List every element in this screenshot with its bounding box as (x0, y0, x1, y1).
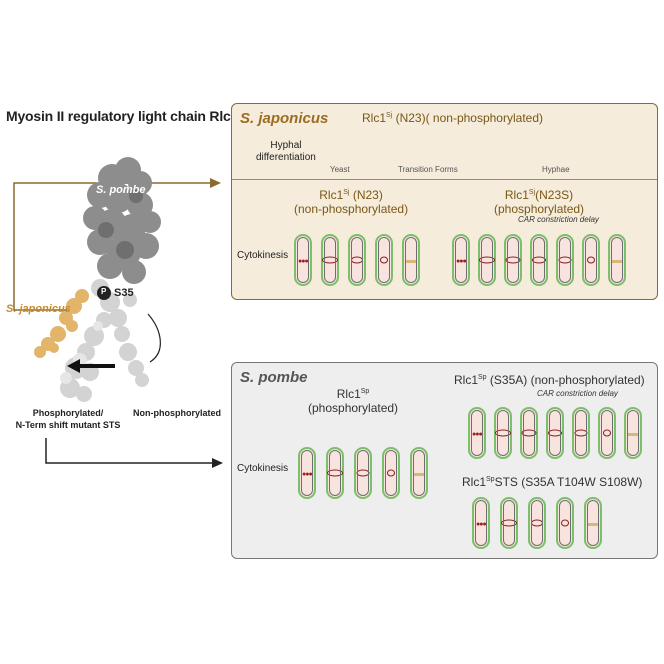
cell: ●●● (468, 407, 486, 459)
yeast-label: Yeast (330, 165, 350, 174)
hyphal-label-line2: differentiation (256, 152, 316, 163)
sp-right-header: Rlc1Sp (S35A) (non-phosphorylated) (454, 371, 645, 387)
protein-s-pombe-structure (83, 157, 161, 284)
cell (598, 407, 616, 459)
hyphal-label: Hyphal differentiation (256, 140, 316, 164)
sp-right-header-a: Rlc1 (454, 373, 479, 387)
cell (382, 447, 400, 499)
sj-connector-arrowhead (210, 178, 221, 188)
cell: ●●● (472, 497, 490, 549)
sp-sts-header-b: STS (S35A T104W S108W) (494, 475, 643, 489)
cell (624, 407, 642, 459)
sp-left-header-a: Rlc1 (336, 387, 361, 401)
sj-top-header-sup: Sj (386, 112, 393, 119)
cell (410, 447, 428, 499)
cell (321, 234, 339, 286)
cell (402, 234, 420, 286)
cell (504, 234, 522, 286)
s-pombe-panel: S. pombe Rlc1Sp (phosphorylated) Rlc1Sp … (231, 362, 658, 559)
s35-label: S35 (114, 287, 134, 299)
sj-panel-title: S. japonicus (240, 110, 329, 127)
sp-panel-title: S. pombe (240, 369, 308, 386)
cell (572, 407, 590, 459)
sj-left-header-sup: Sj (343, 189, 350, 196)
cell (528, 497, 546, 549)
s-japonicus-panel: S. japonicus Rlc1Sj (N23)( non-phosphory… (231, 103, 658, 300)
hyphae-label: Hyphae (542, 165, 570, 174)
sj-right-header-b: (N23S) (535, 188, 574, 202)
cell: ●●● (294, 234, 312, 286)
sj-top-header: Rlc1Sj (N23)( non-phosphorylated) (362, 109, 543, 125)
sj-left-header-b: (N23) (349, 188, 383, 202)
cell (530, 234, 548, 286)
sj-cytokinesis-label: Cytokinesis (237, 250, 289, 261)
hyphal-label-line1: Hyphal (270, 140, 302, 151)
cell (494, 407, 512, 459)
s-pombe-structure-label: S. pombe (96, 184, 146, 196)
cell (520, 407, 538, 459)
sp-connector-line (45, 438, 212, 464)
cell (375, 234, 393, 286)
left-caption-line2: N-Term shift mutant STS (15, 420, 121, 430)
sj-panel-divider (232, 179, 657, 180)
sp-left-header: Rlc1Sp (phosphorylated) (308, 385, 398, 415)
left-caption-line1: Phosphorylated/ (32, 408, 104, 418)
sp-delay-label: CAR constriction delay (537, 389, 618, 398)
protein-s-japonicus-chain (34, 289, 89, 358)
shift-arrow (67, 359, 80, 373)
cell (478, 234, 496, 286)
sj-right-header-sup: Sj (528, 189, 536, 196)
left-caption: Phosphorylated/ N-Term shift mutant STS (8, 407, 128, 431)
sj-delay-label: CAR constriction delay (518, 215, 599, 224)
sp-sts-header-a: Rlc1 (462, 475, 487, 489)
sp-left-header-sup: Sp (360, 388, 370, 395)
sj-left-header-line2: (non-phosphorylated) (294, 202, 409, 216)
phospho-badge-label: P (101, 287, 107, 296)
main-title: Myosin II regulatory light chain Rlc1 (6, 108, 239, 124)
sp-sts-header-sup: Sp (486, 476, 495, 483)
sj-right-header: Rlc1Sj(N23S) (phosphorylated) (494, 186, 584, 216)
cell: ●●● (452, 234, 470, 286)
sp-sts-header: Rlc1SpSTS (S35A T104W S108W) (462, 473, 642, 489)
s-japonicus-structure-label: S. japonicus (6, 303, 71, 315)
sj-left-header-a: Rlc1 (319, 188, 344, 202)
cell (556, 497, 574, 549)
cell (354, 447, 372, 499)
cell (608, 234, 626, 286)
cell (326, 447, 344, 499)
sj-right-header-line2: (phosphorylated) (494, 202, 585, 216)
cell (546, 407, 564, 459)
cell (582, 234, 600, 286)
phospho-badge-circle (97, 286, 111, 300)
cell (584, 497, 602, 549)
sj-top-header-a: Rlc1 (362, 111, 387, 125)
sj-top-header-rest: (N23)( non-phosphorylated) (392, 111, 543, 125)
cell: ●●● (298, 447, 316, 499)
sj-right-header-a: Rlc1 (504, 188, 529, 202)
cell (500, 497, 518, 549)
transition-label: Transition Forms (398, 165, 458, 174)
curved-arrow (147, 313, 161, 363)
cell (556, 234, 574, 286)
sp-right-header-sup: Sp (478, 374, 487, 381)
right-caption: Non-phosphorylated (133, 408, 221, 418)
sp-cytokinesis-label: Cytokinesis (237, 463, 289, 474)
cell (348, 234, 366, 286)
sp-right-header-b: (S35A) (non-phosphorylated) (486, 373, 645, 387)
sj-left-header: Rlc1Sj (N23) (non-phosphorylated) (294, 186, 408, 216)
sp-connector-arrowhead (212, 458, 223, 468)
sp-left-header-line2: (phosphorylated) (308, 401, 399, 415)
